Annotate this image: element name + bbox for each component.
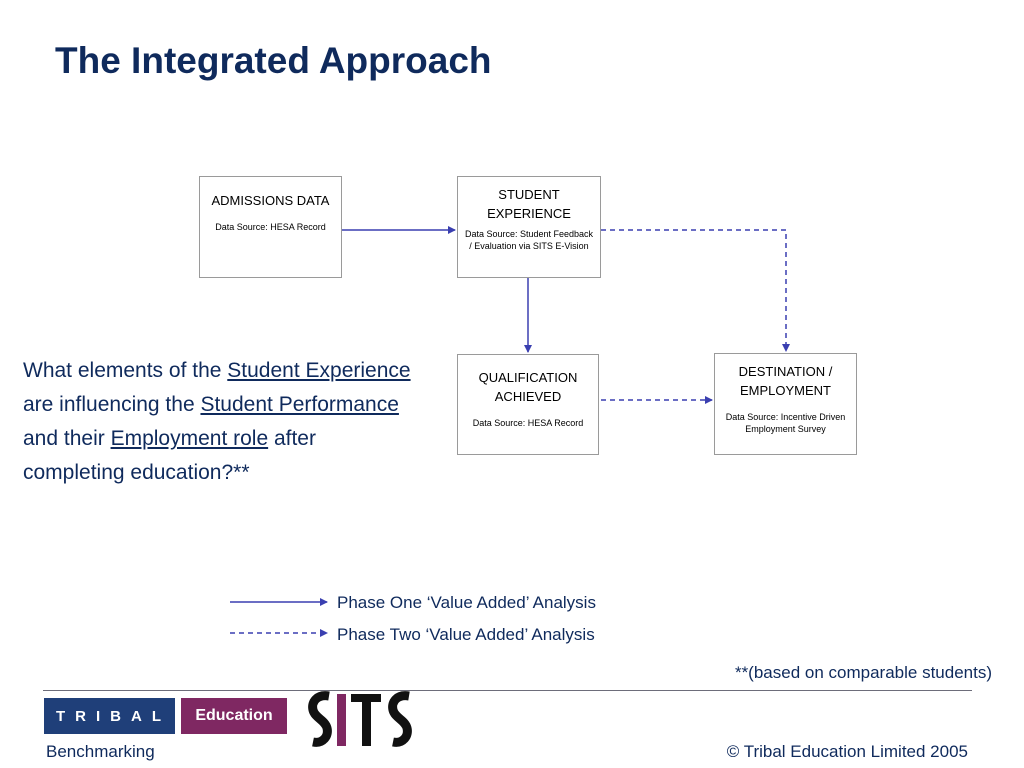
question-part: and their [23, 427, 111, 450]
education-logo: Education [181, 698, 287, 734]
legend-phase-two-label: Phase Two ‘Value Added’ Analysis [337, 625, 595, 644]
footer-benchmarking: Benchmarking [46, 742, 155, 761]
footer-divider [43, 690, 972, 691]
tribal-logo: TRIBAL [44, 698, 175, 734]
link-student-experience[interactable]: Student Experience [227, 359, 411, 382]
question-part: after completing education?** [23, 427, 316, 484]
box-source: Data Source: HESA Record [215, 222, 326, 232]
footnote: **(based on comparable students) [734, 663, 992, 682]
destination-employment-box: DESTINATION / EMPLOYMENT Data Source: In… [714, 353, 857, 455]
sits-logo [308, 691, 412, 747]
footer-copyright: © Tribal Education Limited 2005 [726, 742, 968, 761]
question-text: What elements of the Student Experience … [23, 354, 413, 490]
legend-phase-one-label: Phase One ‘Value Added’ Analysis [337, 593, 596, 612]
qualification-achieved-box: QUALIFICATION ACHIEVED Data Source: HESA… [457, 354, 599, 455]
arrow-student-experience-to-destination [601, 229, 790, 352]
box-source: Data Source: Incentive Driven Employment… [725, 412, 846, 434]
box-source: Data Source: Student Feedback / Evaluati… [464, 229, 594, 251]
student-experience-box: STUDENT EXPERIENCE Data Source: Student … [457, 176, 601, 278]
box-title: STUDENT EXPERIENCE [487, 187, 571, 221]
box-title: DESTINATION / EMPLOYMENT [738, 364, 833, 398]
link-student-performance[interactable]: Student Performance [200, 393, 399, 416]
link-employment-role[interactable]: Employment role [110, 427, 269, 450]
box-title: QUALIFICATION ACHIEVED [478, 370, 578, 404]
box-title: ADMISSIONS DATA [211, 193, 330, 208]
admissions-data-box: ADMISSIONS DATA Data Source: HESA Record [199, 176, 342, 278]
question-part: are influencing the [23, 393, 201, 416]
slide-title: The Integrated Approach [55, 40, 492, 81]
question-part: What elements of the [23, 359, 228, 382]
box-source: Data Source: HESA Record [472, 418, 584, 428]
